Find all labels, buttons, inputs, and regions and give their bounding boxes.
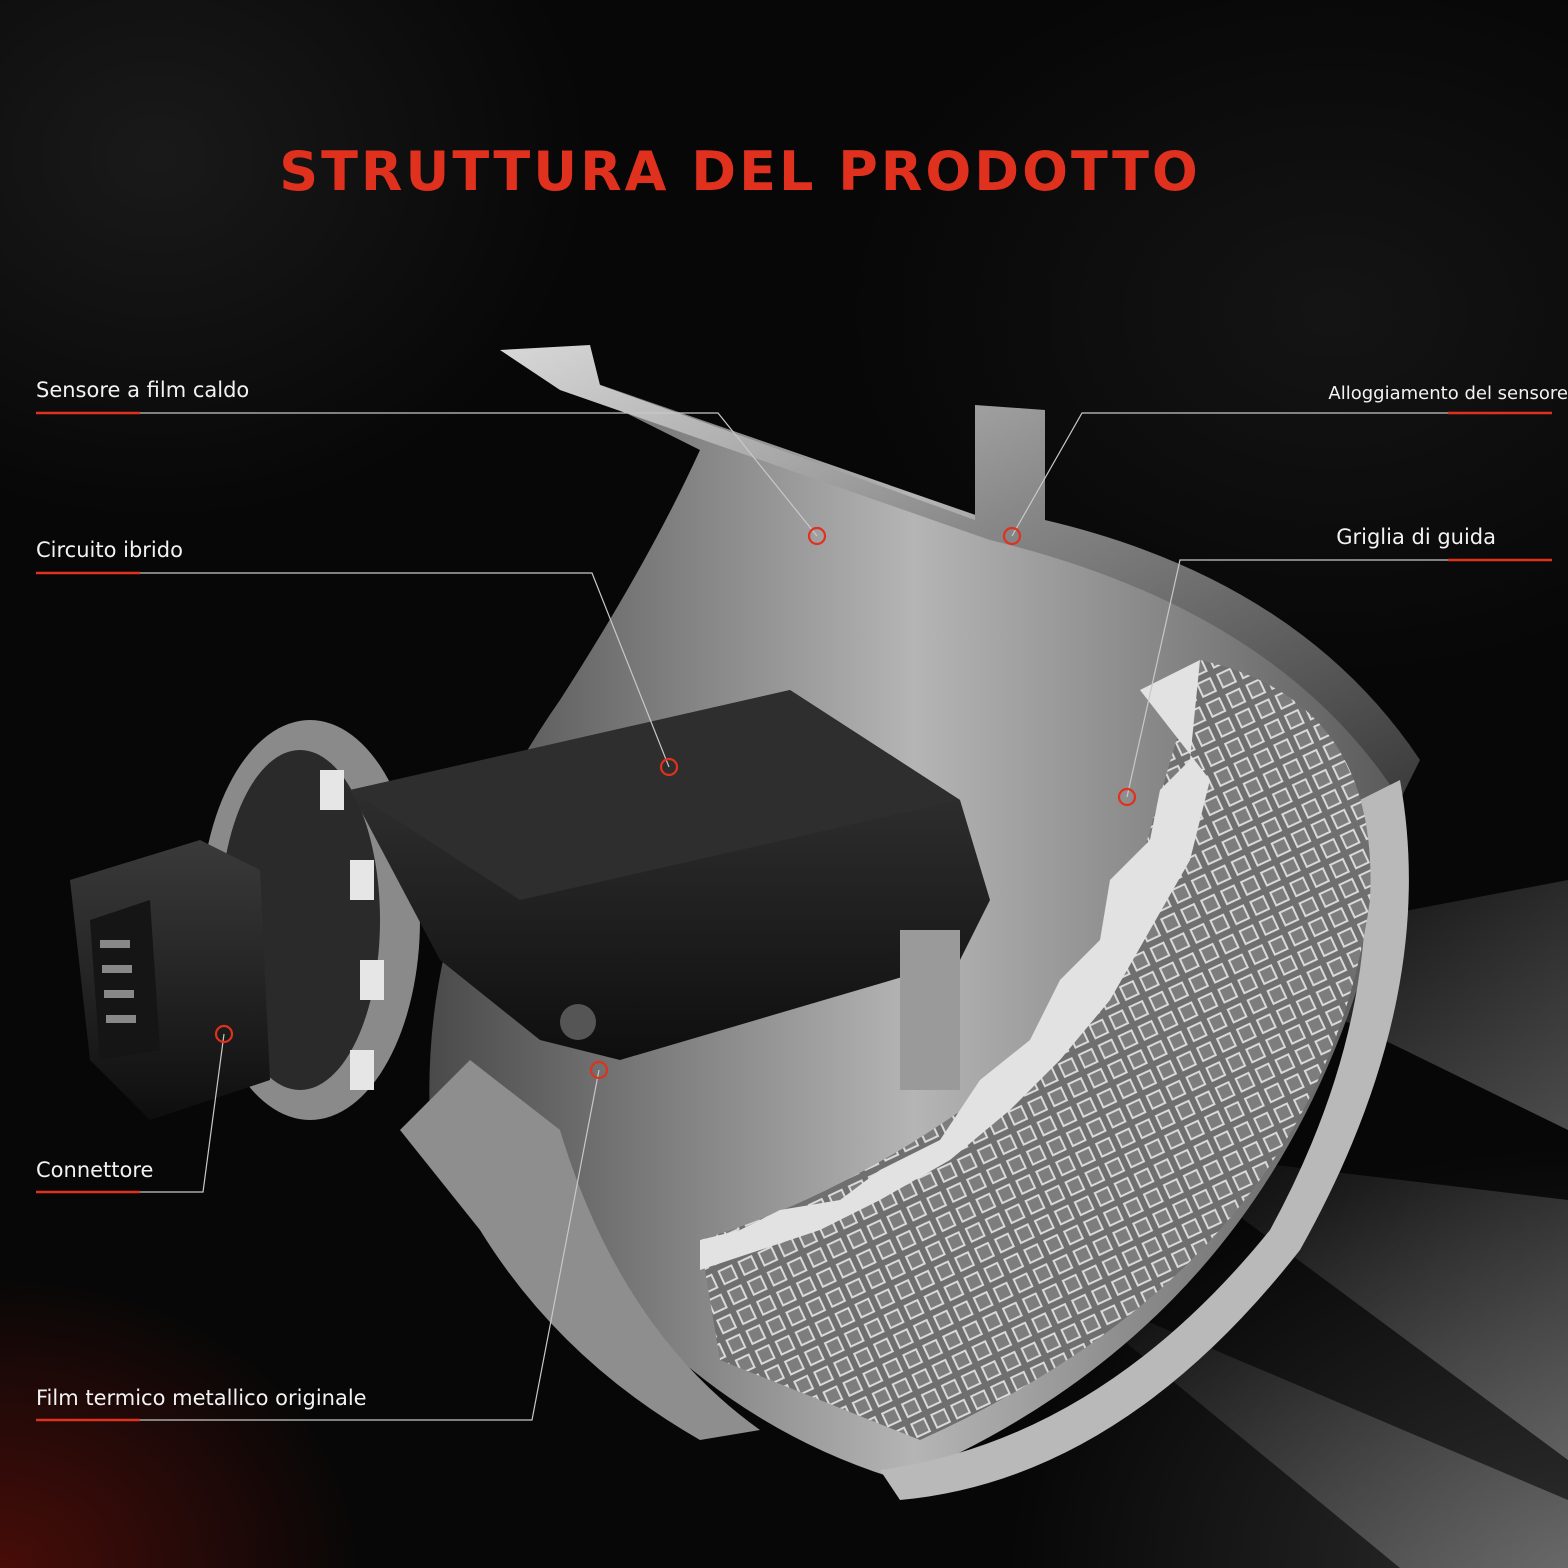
marker-connector bbox=[214, 1024, 234, 1044]
callout-label-metal-film: Film termico metallico originale bbox=[36, 1386, 367, 1410]
leader-line-metal-film bbox=[36, 1069, 600, 1421]
callout-label-sensor-housing: Alloggiamento del sensore bbox=[1328, 383, 1568, 404]
callout-markers bbox=[214, 526, 1137, 1080]
callout-label-hot-film-sensor: Sensore a film caldo bbox=[36, 378, 250, 402]
marker-metal-film bbox=[589, 1060, 609, 1080]
leader-line-hybrid-circuit bbox=[36, 572, 670, 768]
marker-sensor-housing bbox=[1002, 526, 1022, 546]
leader-line-guide-grid bbox=[1126, 559, 1552, 798]
label-underlines bbox=[36, 411, 1552, 1422]
connector-plug bbox=[70, 840, 270, 1120]
leader-line-sensor-housing bbox=[1011, 412, 1552, 537]
marker-guide-grid bbox=[1117, 787, 1137, 807]
callout-label-hybrid-circuit: Circuito ibrido bbox=[36, 538, 183, 562]
page-title: STRUTTURA DEL PRODOTTO bbox=[279, 140, 1201, 203]
callout-label-connector: Connettore bbox=[36, 1158, 154, 1182]
marker-hybrid-circuit bbox=[659, 757, 679, 777]
leader-line-hot-film-sensor bbox=[36, 412, 818, 537]
hybrid-circuit-box bbox=[350, 690, 990, 1090]
marker-hot-film-sensor bbox=[807, 526, 827, 546]
callout-label-guide-grid: Griglia di guida bbox=[1336, 525, 1496, 549]
